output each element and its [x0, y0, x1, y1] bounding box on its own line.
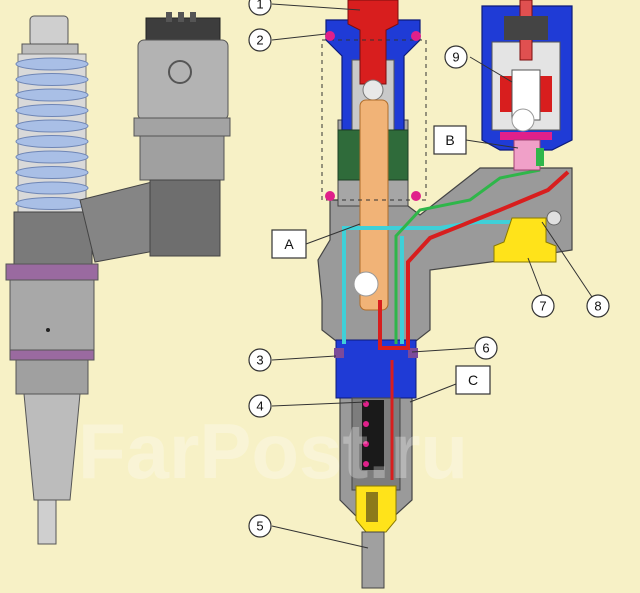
spring-coil — [15, 135, 89, 148]
leak-line — [394, 168, 541, 344]
callout-2-label: 2 — [256, 33, 263, 48]
callout-9-label: 9 — [452, 50, 459, 65]
solenoid-arm — [79, 179, 161, 263]
callout-5-label: 5 — [256, 519, 263, 534]
spring-coil — [15, 57, 89, 71]
callout-9: 9 — [444, 45, 468, 69]
o-ring-upper — [5, 263, 99, 281]
label-box-C: C — [455, 365, 491, 395]
callout-6-label: 6 — [482, 341, 489, 356]
spring-coil — [15, 104, 89, 117]
pump-plunger — [359, 99, 389, 311]
label-A-text: A — [284, 236, 294, 252]
high-pressure-line — [378, 170, 570, 350]
injector-cross-section — [317, 0, 573, 589]
valve-ball — [511, 108, 535, 132]
label-C-text: C — [468, 372, 478, 388]
spring-coil — [15, 73, 89, 86]
return-spring — [15, 53, 89, 215]
watermark-text: FarPost.ru — [78, 407, 468, 495]
callout-1-label: 1 — [256, 0, 263, 12]
spring-coil — [15, 88, 89, 102]
callout-8: 8 — [586, 294, 610, 318]
callout-5: 5 — [248, 514, 272, 538]
spring-seat-dot-left-top — [325, 31, 335, 41]
control-valve-seat — [493, 217, 557, 263]
spring-seat-dot-right-top — [411, 31, 421, 41]
injector-upper-body — [13, 211, 93, 265]
return-line — [342, 220, 540, 344]
nozzle-body — [23, 393, 81, 501]
nozzle-outlet — [361, 531, 385, 589]
cap-flange — [21, 43, 79, 55]
o-ring-lower — [9, 349, 95, 361]
injector-external-view — [5, 12, 231, 545]
nozzle-needle-bore — [362, 400, 384, 470]
bosch-logo-icon — [168, 60, 192, 84]
label-B-text: B — [445, 132, 454, 148]
tappet-plunger-top — [347, 0, 399, 85]
callout-8-label: 8 — [594, 299, 601, 314]
callout-4: 4 — [248, 394, 272, 418]
callout-1: 1 — [248, 0, 272, 16]
label-box-B: B — [433, 125, 467, 155]
callout-2: 2 — [248, 28, 272, 52]
spring-outline — [321, 39, 427, 201]
solenoid-housing — [133, 12, 231, 257]
callout-3-label: 3 — [256, 353, 263, 368]
callout-7: 7 — [531, 294, 555, 318]
callout-6: 6 — [474, 336, 498, 360]
spring-coil — [15, 150, 89, 164]
label-box-A: A — [271, 229, 307, 259]
spring-coil — [15, 181, 89, 195]
injector-mid-body — [9, 279, 95, 351]
nozzle-tip — [37, 499, 57, 545]
spring-coil — [15, 119, 89, 133]
plunger-ball — [353, 271, 379, 297]
spring-coil — [15, 166, 89, 179]
callout-3: 3 — [248, 348, 272, 372]
plunger-cap — [29, 15, 69, 47]
spring-coil — [15, 197, 89, 210]
control-valve-stem — [513, 139, 541, 171]
callout-7-label: 7 — [539, 299, 546, 314]
callout-4-label: 4 — [256, 399, 263, 414]
ball-joint-top — [362, 79, 384, 101]
